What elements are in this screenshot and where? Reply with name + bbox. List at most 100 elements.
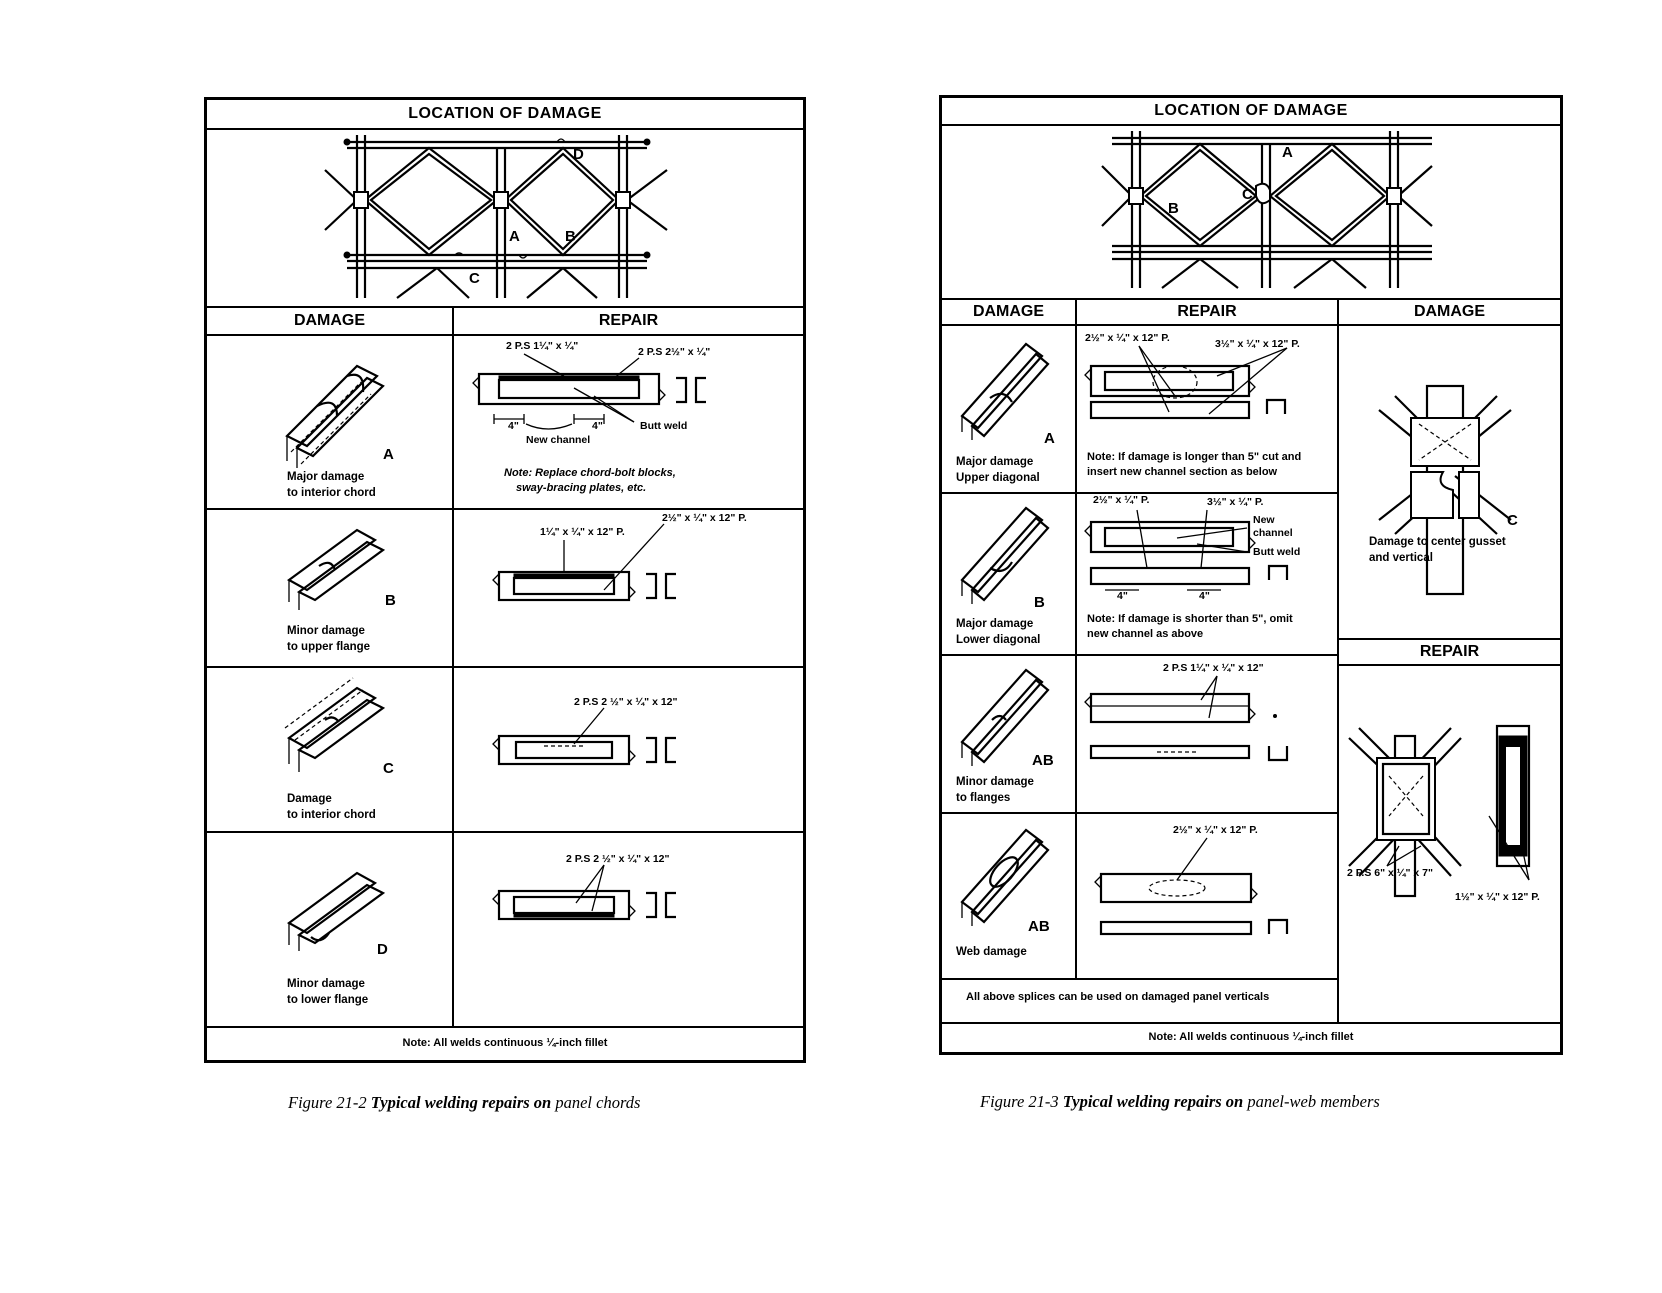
damage-row-ab-web: AB Web damage: [942, 814, 1075, 978]
truss-label-b: B: [1168, 200, 1179, 217]
truss-label-b: B: [565, 228, 576, 245]
repair-b-weld-label: Butt weld: [1253, 546, 1301, 558]
center-gusset-repair: 2 P.S 6" x ¼" x 7" 1½" x ¼" x 12" P.: [1339, 666, 1560, 1022]
repair-a-channel-label: New channel: [526, 434, 591, 446]
repair-b-p2-label: 2½" x ¼" x 12" P.: [662, 512, 747, 524]
diagonal-damage-ab-drawing: [960, 668, 1050, 766]
damage-header: DAMAGE: [207, 308, 452, 336]
truss-diagram-svg: [1101, 131, 1433, 289]
repair-row-a: 2 P.S 1¼" x ¼" 2 P.S 2½" x ¼" 4" 4" New …: [454, 336, 803, 510]
repair-c-drawing: [492, 707, 676, 766]
repair-a-ps1-label: 2 P.S 1¼" x ¼": [506, 340, 579, 352]
truss-label-a: A: [509, 228, 520, 245]
damage-header: DAMAGE: [942, 300, 1075, 326]
row-b-letter: B: [385, 592, 396, 609]
row-ab-letter: AB: [1032, 752, 1054, 769]
repair-header: REPAIR: [454, 308, 803, 336]
repair-header-right: REPAIR: [1339, 638, 1560, 666]
repair-row-a: 2½" x ¼" x 12" P. 3½" x ¼" x 12" P. Note…: [1077, 326, 1337, 494]
repair-b-note: Note: If damage is shorter than 5", omit…: [1087, 613, 1293, 640]
diagonal-damage-b-drawing: [960, 506, 1050, 604]
truss-label-d: D: [573, 146, 584, 163]
truss-location-diagram: A B C D: [207, 130, 803, 308]
figure-21-2-caption: Figure 21-2 Typical welding repairs on p…: [288, 1093, 641, 1112]
truss-label-c: C: [469, 270, 480, 287]
repair-a-dim1-label: 4": [508, 420, 519, 432]
chord-damage-c-drawing: [284, 677, 386, 772]
repair-row-ab-web: 2½" x ¼" x 12" P.: [1077, 814, 1337, 978]
repair-a-p2-label: 3½" x ¼" x 12" P.: [1215, 338, 1300, 350]
row-c-letter: C: [383, 760, 394, 777]
repair-a-drawing: [472, 353, 706, 430]
truss-label-c: C: [1242, 186, 1253, 203]
row-d-letter: D: [377, 941, 388, 958]
repair-b-drawing: [1084, 509, 1289, 591]
repair-a-note: Note: If damage is longer than 5" cut an…: [1087, 451, 1302, 478]
chord-damage-b-drawing: [286, 528, 386, 610]
repair-b-dim2-label: 4": [1199, 590, 1210, 602]
damage-header-right: DAMAGE: [1339, 300, 1560, 326]
center-gusset-repair-drawing: [1348, 724, 1531, 898]
repair-b-p1-label: 1¼" x ¼" x 12" P.: [540, 526, 625, 538]
diagonal-damage-a-drawing: [960, 342, 1050, 440]
repair-row-b: 1¼" x ¼" x 12" P. 2½" x ¼" x 12" P.: [454, 510, 803, 668]
row-b-letter: B: [1034, 594, 1045, 611]
location-of-damage-header: LOCATION OF DAMAGE: [942, 98, 1560, 126]
chord-damage-a-drawing: [285, 364, 385, 468]
repair-a-weld-label: Butt weld: [640, 420, 688, 432]
right-repair-p2-label: 1½" x ¼" x 12" P.: [1455, 891, 1540, 903]
right-repair-p1-label: 2 P.S 6" x ¼" x 7": [1347, 867, 1433, 879]
repair-column: REPAIR 2 P.S 1¼" x ¼" 2 P.S 2½" x ¼": [452, 308, 803, 1026]
repair-a-drawing: [1084, 345, 1288, 420]
repair-header: REPAIR: [1077, 300, 1337, 326]
row-ab2-description: Web damage: [956, 946, 1027, 958]
repair-d-p1-label: 2 P.S 2 ½" x ¼" x 12": [566, 853, 670, 865]
splice-note: All above splices can be used on damaged…: [966, 991, 1270, 1003]
center-gusset-drawing: [1378, 384, 1512, 596]
splice-note-cell: All above splices can be used on damaged…: [942, 978, 1337, 1022]
welds-footer-note: Note: All welds continuous ¼-inch fillet: [942, 1022, 1560, 1052]
web-damage-drawing: [960, 828, 1050, 926]
truss-label-a: A: [1282, 144, 1293, 161]
repair-c-p1-label: 2 P.S 2 ½" x ¼" x 12": [574, 696, 678, 708]
repair-b-dim1-label: 4": [1117, 590, 1128, 602]
repair-a-p1-label: 2½" x ¼" x 12" P.: [1085, 332, 1170, 344]
repair-row-d: 2 P.S 2 ½" x ¼" x 12": [454, 833, 803, 1026]
truss-diagram-svg: [324, 135, 668, 299]
repair-b-channel-label-2: channel: [1253, 527, 1293, 539]
repair-b-p2-label: 3½" x ¼" P.: [1207, 496, 1264, 508]
repair-column: REPAIR 2½" x ¼" x 12" P. 3½" x ¼" x 12" …: [1075, 300, 1337, 978]
repair-b-drawing: [492, 523, 676, 602]
figure-21-3-table: LOCATION OF DAMAGE A B C DAMAGE: [939, 95, 1563, 1055]
repair-d-drawing: [492, 864, 676, 921]
row-a-letter: A: [1044, 430, 1055, 447]
repair-web-drawing: [1094, 837, 1289, 936]
repair-row-c: 2 P.S 2 ½" x ¼" x 12": [454, 668, 803, 833]
truss-location-diagram: A B C: [942, 126, 1560, 300]
repair-row-b: 2½" x ¼" P. 3½" x ¼" P. New channel Butt…: [1077, 494, 1337, 656]
repair-ab-p1-label: 2 P.S 1¼" x ¼" x 12": [1163, 662, 1264, 674]
row-ab2-letter: AB: [1028, 918, 1050, 935]
location-of-damage-header: LOCATION OF DAMAGE: [207, 100, 803, 130]
repair-a-dim2-label: 4": [592, 420, 603, 432]
figure-21-2-table: LOCATION OF DAMAGE: [204, 97, 806, 1063]
row-a-letter: A: [383, 446, 394, 463]
